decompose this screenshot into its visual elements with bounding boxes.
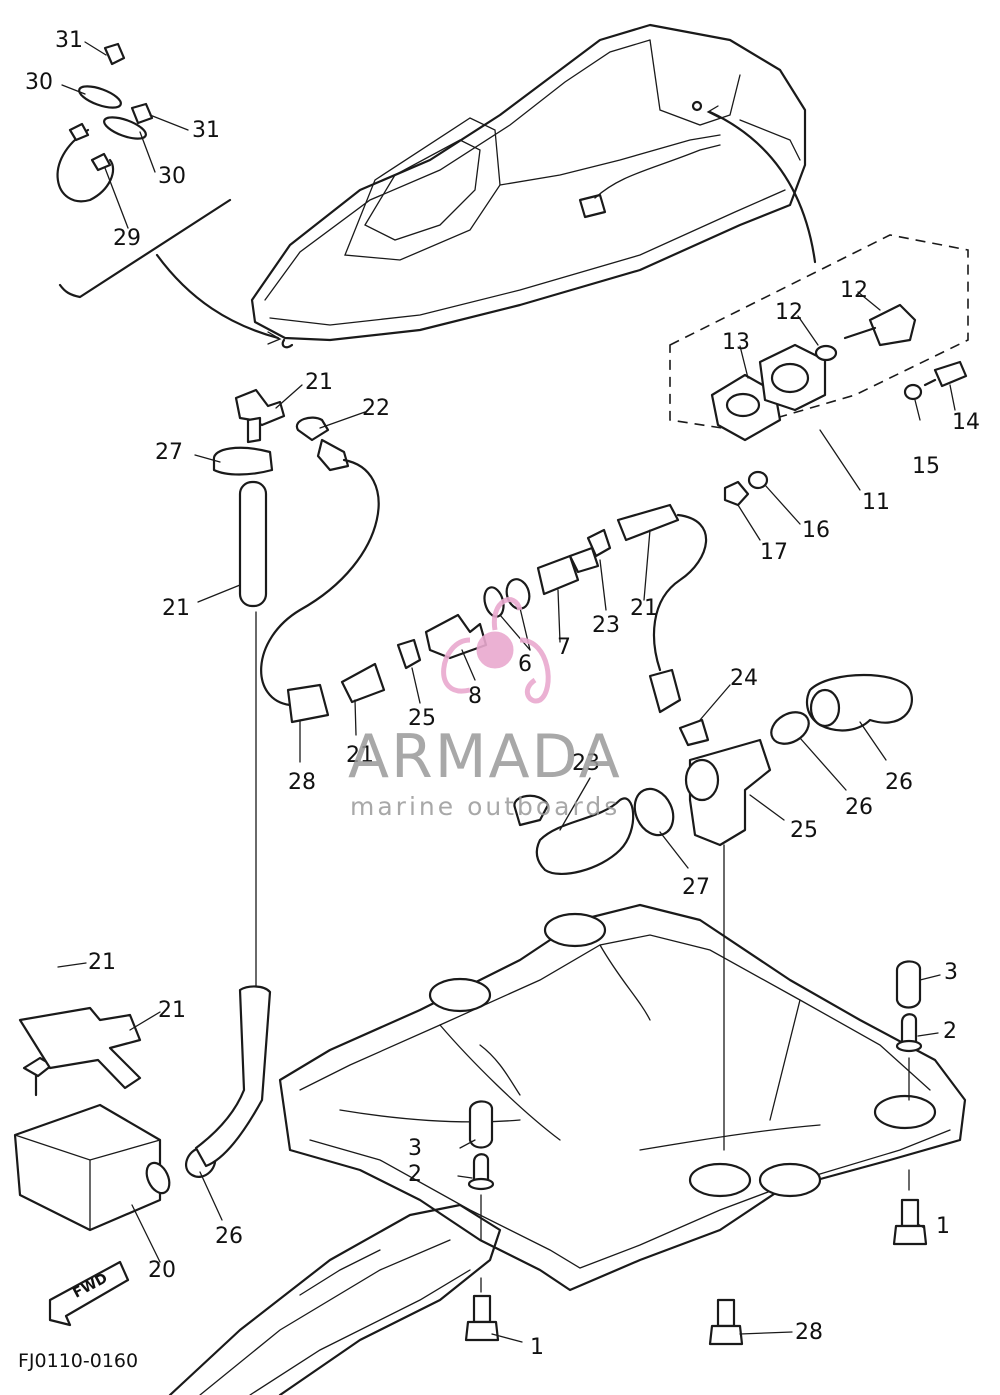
- callout-7: 11: [862, 490, 890, 515]
- tray-frame-drawing: [278, 903, 967, 1292]
- callout-2: 2: [408, 1162, 422, 1187]
- outlet-elbow-group: [513, 674, 913, 875]
- callout-1: 1: [530, 1335, 544, 1360]
- callout-25: 26: [885, 770, 913, 795]
- callout-19: 21: [305, 370, 333, 395]
- callout-29: 29: [113, 226, 141, 251]
- inset-antenna-group: [56, 42, 232, 299]
- callout-31: 31: [192, 118, 220, 143]
- callout-26: 26: [845, 795, 873, 820]
- pointer-line: [708, 110, 817, 264]
- callout-11: 14: [952, 410, 980, 435]
- callout-3: 3: [408, 1136, 422, 1161]
- leader-lines: [57, 41, 956, 1343]
- callout-15: 21: [158, 998, 186, 1023]
- callout-17: 21: [630, 596, 658, 621]
- watermark-brand: ARMADA: [348, 722, 622, 792]
- callout-3: 3: [944, 960, 958, 985]
- callout-30: 30: [25, 70, 53, 95]
- callout-12: 15: [912, 454, 940, 479]
- callout-16: 21: [88, 950, 116, 975]
- callout-8: 12: [840, 278, 868, 303]
- callout-21: 23: [592, 613, 620, 638]
- callout-10: 13: [722, 330, 750, 355]
- callout-2: 2: [943, 1019, 957, 1044]
- fwd-arrow-icon: [48, 1260, 130, 1327]
- callout-1: 1: [936, 1214, 950, 1239]
- inlet-plate-group: [669, 234, 969, 507]
- hull-bottom-drawing: [168, 1203, 502, 1395]
- callout-26: 27: [682, 875, 710, 900]
- callout-21: 24: [730, 666, 758, 691]
- pointer-line: [155, 253, 280, 340]
- callout-31: 31: [55, 28, 83, 53]
- callout-18: 21: [346, 743, 374, 768]
- callout-13: 17: [760, 540, 788, 565]
- callout-6: 8: [468, 684, 482, 709]
- deck-hull-drawing: [250, 23, 807, 349]
- callout-21: 26: [215, 1224, 243, 1249]
- callout-5: 7: [557, 635, 571, 660]
- water-box-group: [13, 985, 272, 1232]
- diagram-code: FJ0110-0160: [18, 1350, 139, 1372]
- callout-21: 25: [408, 706, 436, 731]
- callout-20: 21: [162, 596, 190, 621]
- callout-9: 12: [775, 300, 803, 325]
- callout-28: 28: [288, 770, 316, 795]
- callout-4: 6: [518, 652, 532, 677]
- callout-27: 28: [795, 1320, 823, 1345]
- watermark-tagline: marine outboards: [350, 792, 621, 821]
- callout-24: 25: [790, 818, 818, 843]
- callout-22: 27: [155, 440, 183, 465]
- callout-23: 23: [572, 751, 600, 776]
- fitting-hose-group: [212, 388, 386, 991]
- callout-21: 22: [362, 396, 390, 421]
- callout-30: 30: [158, 164, 186, 189]
- callout-14: 20: [148, 1258, 176, 1283]
- fasteners-group: [464, 844, 928, 1346]
- callout-12: 16: [802, 518, 830, 543]
